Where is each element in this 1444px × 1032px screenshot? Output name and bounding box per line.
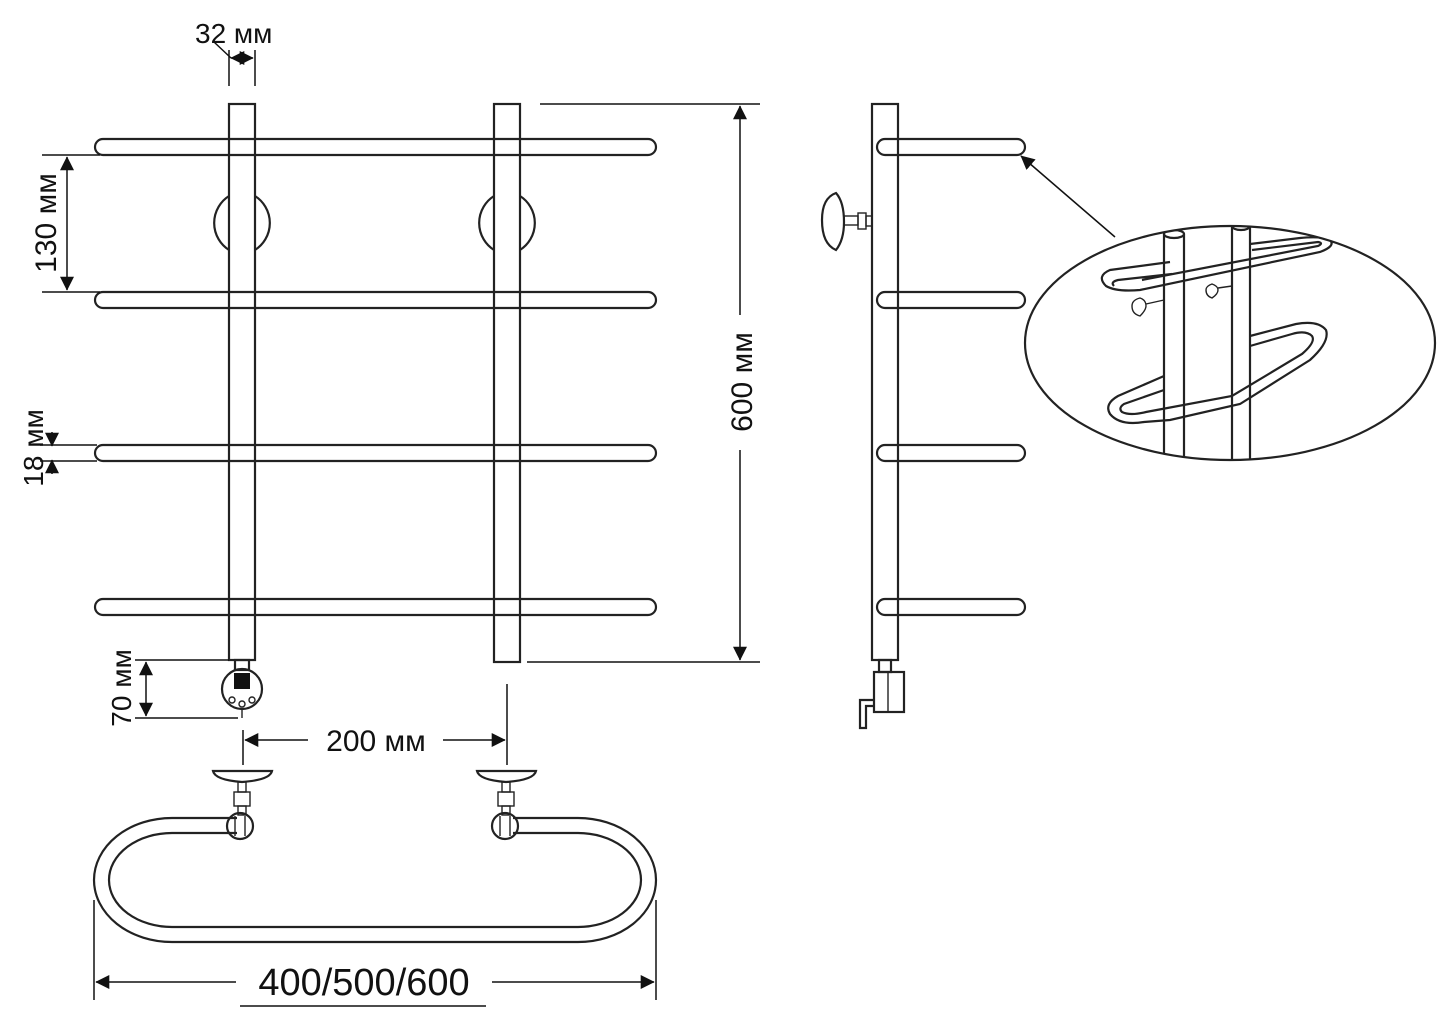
side-wall-mount [820,191,873,252]
detail-leader [1020,155,1116,238]
rail-loop [92,816,658,944]
right-wall-plate [475,769,538,784]
dim-rail-spacing: 130 мм [30,154,100,293]
right-vertical-tube [492,102,522,664]
dim-heater-offset: 70 мм [106,649,238,727]
rail-4 [93,597,658,617]
top-view [92,769,658,944]
label-height: 600 мм [726,332,759,432]
heater-control [220,658,264,718]
detail-view [1023,224,1437,462]
side-vertical-tube [870,102,900,662]
dim-mount-spacing: 200 мм [242,684,508,765]
label-width: 400/500/600 [258,962,469,1004]
left-wall-plate [211,769,274,784]
left-wall-mount [213,195,271,251]
label-rail-spacing: 130 мм [30,173,63,273]
label-rail-diameter: 18 мм [18,409,49,486]
right-wall-mount [478,195,536,251]
label-heater-offset: 70 мм [106,649,137,726]
side-view [820,102,1027,730]
dim-width: 400/500/600 [93,900,657,1007]
side-heater [858,658,906,730]
dim-height: 600 мм [527,103,760,663]
label-mount-spacing: 200 мм [326,725,426,758]
front-view [93,102,658,718]
dim-tube-diameter: 32 мм [195,18,272,86]
label-tube-diameter: 32 мм [195,18,272,49]
rail-2 [93,290,658,310]
rail-3 [93,443,658,463]
left-vertical-tube [227,102,257,662]
dim-rail-diameter: 18 мм [18,409,97,487]
rail-1 [93,137,658,157]
